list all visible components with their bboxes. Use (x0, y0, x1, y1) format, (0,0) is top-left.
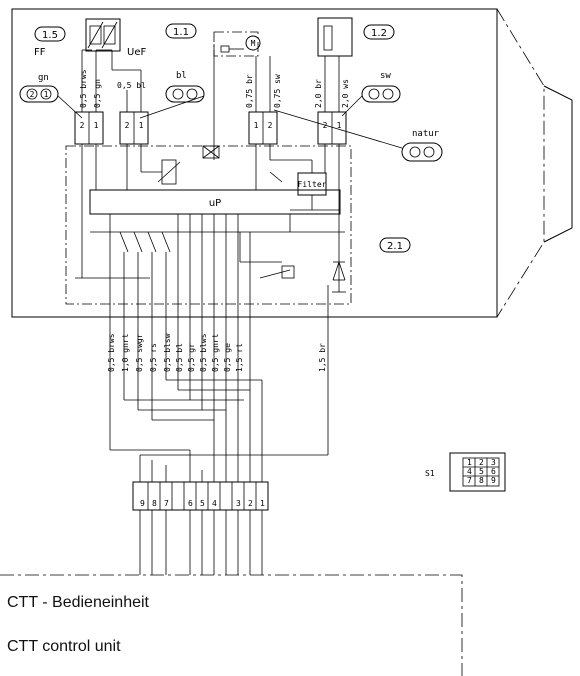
microcontroller (89, 189, 341, 215)
svg-text:3: 3 (236, 499, 241, 508)
svg-text:1.5: 1.5 (42, 30, 58, 41)
svg-text:1.1: 1.1 (173, 27, 189, 38)
connector-c: 1 2 (248, 111, 278, 145)
svg-text:0,75 sw: 0,75 sw (273, 74, 282, 108)
caption-frame (0, 574, 463, 676)
svg-text:M: M (251, 39, 256, 48)
inner-wires (75, 144, 346, 300)
svg-text:1.2: 1.2 (371, 28, 387, 39)
svg-text:1: 1 (467, 458, 472, 467)
s1-pinmap: S1 1 2 3 4 5 6 7 8 9 (425, 452, 506, 492)
svg-text:sw: sw (380, 71, 391, 81)
svg-text:bl: bl (176, 71, 187, 81)
label-filter: Filter (298, 180, 327, 189)
ref-right: 1.2 (363, 24, 395, 40)
top-wire-labels: 0,5 brws 0,5 gn 0,5 bl 0,75 br 0,75 sw 2… (79, 69, 350, 108)
svg-text:0,5 blsw: 0,5 blsw (163, 333, 172, 372)
label-up: uP (209, 198, 221, 209)
svg-text:0,5 bl: 0,5 bl (175, 343, 184, 372)
connector-d: 2 1 (317, 111, 347, 145)
svg-text:2: 2 (30, 90, 35, 99)
housing-plug (543, 85, 573, 243)
switch-bank (119, 231, 171, 253)
svg-text:2: 2 (248, 499, 253, 508)
svg-text:0,5 gn: 0,5 gn (93, 79, 102, 108)
ref-unit: 2.1 (379, 237, 411, 253)
svg-text:4: 4 (212, 499, 217, 508)
svg-text:S1: S1 (425, 469, 435, 478)
motor: M (213, 31, 261, 57)
pill-bl: bl (165, 71, 205, 103)
svg-text:8: 8 (479, 476, 484, 485)
top-wires (81, 44, 340, 160)
heater (317, 17, 353, 57)
svg-text:0,5 brws: 0,5 brws (79, 69, 88, 108)
svg-text:1,0 gnrt: 1,0 gnrt (121, 333, 130, 372)
svg-text:0,5 bl: 0,5 bl (117, 81, 146, 90)
svg-text:0,5 gr: 0,5 gr (187, 343, 196, 372)
label-ff: FF (34, 47, 46, 58)
crossbox (202, 145, 220, 159)
svg-text:7: 7 (467, 476, 472, 485)
svg-text:5: 5 (479, 467, 484, 476)
svg-text:2,0 ws: 2,0 ws (341, 79, 350, 108)
svg-text:0,5 ge: 0,5 ge (223, 343, 232, 372)
label-uef: UeF (127, 47, 146, 58)
ref-ff: 1.5 (34, 26, 66, 42)
svg-text:0,5 gnrt: 0,5 gnrt (211, 333, 220, 372)
svg-text:1: 1 (337, 121, 342, 130)
svg-text:0,5 rs: 0,5 rs (149, 343, 158, 372)
pill-sw: sw (361, 71, 401, 103)
housing-flange (496, 8, 545, 318)
svg-text:5: 5 (200, 499, 205, 508)
pill-natur: natur (401, 129, 443, 162)
svg-text:0,5 swgr: 0,5 swgr (135, 333, 144, 372)
svg-text:9: 9 (140, 499, 145, 508)
control-unit-box (65, 145, 352, 305)
svg-text:9: 9 (491, 476, 496, 485)
connector-bottom: 9 8 7 6 5 4 3 2 1 (132, 481, 269, 511)
connector-leads (139, 510, 263, 575)
svg-text:4: 4 (467, 467, 472, 476)
svg-text:2,0 br: 2,0 br (314, 79, 323, 108)
svg-text:1: 1 (254, 121, 259, 130)
svg-text:2: 2 (479, 458, 484, 467)
svg-text:1: 1 (139, 121, 144, 130)
svg-text:natur: natur (412, 129, 440, 139)
bottom-wires (109, 214, 329, 482)
svg-text:2: 2 (125, 121, 130, 130)
svg-text:1,5 br: 1,5 br (318, 343, 327, 372)
svg-text:2.1: 2.1 (387, 241, 403, 252)
caption-english: CTT control unit (7, 638, 121, 655)
svg-text:7: 7 (164, 499, 169, 508)
connector-a: 2 1 (74, 111, 104, 145)
svg-text:6: 6 (491, 467, 496, 476)
svg-text:0,5 blws: 0,5 blws (199, 333, 208, 372)
svg-text:2: 2 (323, 121, 328, 130)
svg-text:2: 2 (80, 121, 85, 130)
svg-text:0,5 brws: 0,5 brws (107, 333, 116, 372)
svg-text:6: 6 (188, 499, 193, 508)
housing-outline (11, 8, 498, 318)
svg-text:1,5 rt: 1,5 rt (235, 343, 244, 372)
caption-german: CTT - Bedieneinheit (7, 594, 149, 611)
svg-text:3: 3 (491, 458, 496, 467)
sensor-ff (85, 18, 121, 52)
svg-text:2: 2 (268, 121, 273, 130)
connector-b: 2 1 (119, 111, 149, 145)
ref-motor: 1.1 (165, 23, 197, 39)
svg-text:0,75 br: 0,75 br (245, 74, 254, 108)
svg-text:1: 1 (260, 499, 265, 508)
svg-text:gn: gn (38, 73, 49, 83)
svg-text:1: 1 (44, 90, 49, 99)
bottom-wire-labels: 0,5 brws 1,0 gnrt 0,5 swgr 0,5 rs 0,5 bl… (107, 333, 327, 372)
pill-gn: gn 2 1 (19, 73, 59, 103)
svg-text:1: 1 (94, 121, 99, 130)
svg-text:8: 8 (152, 499, 157, 508)
